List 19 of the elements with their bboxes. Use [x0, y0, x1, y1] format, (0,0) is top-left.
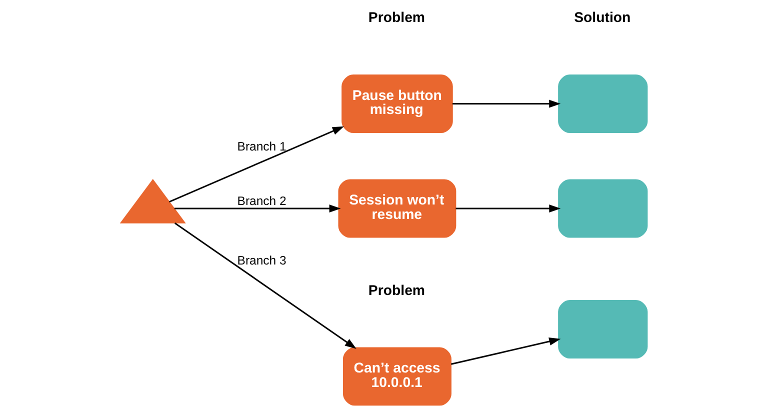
arrow	[168, 126, 344, 202]
edge-label: Branch 2	[236, 194, 286, 208]
arrow	[455, 204, 560, 213]
label: Problem	[368, 282, 425, 298]
arrow	[452, 100, 560, 108]
arrow	[450, 337, 560, 365]
edge-label: Branch 1	[236, 139, 286, 154]
node-box	[558, 300, 648, 359]
node-box: Pause button missing	[341, 74, 452, 134]
arrow	[174, 204, 340, 213]
node-box	[558, 74, 648, 134]
node-box: Session won’t resume	[338, 179, 456, 238]
label: Problem	[368, 9, 425, 26]
node-triangle	[119, 178, 186, 224]
node-box: Can’t access 10.0.0.1	[342, 347, 451, 406]
arrow	[174, 222, 356, 349]
node-box	[558, 179, 648, 238]
label: Solution	[574, 9, 630, 26]
edge-label: Branch 3	[236, 254, 286, 268]
